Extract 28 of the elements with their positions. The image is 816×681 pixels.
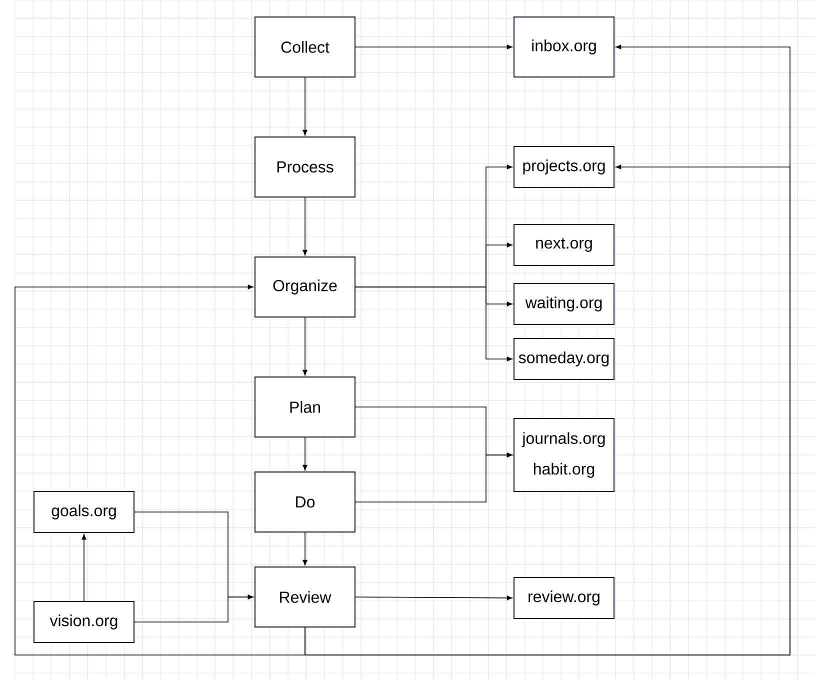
arrow xyxy=(355,452,512,502)
process-box: Organize xyxy=(254,256,356,318)
arrow xyxy=(302,77,308,136)
file-box: someday.org xyxy=(514,338,614,380)
arrow xyxy=(355,596,512,600)
process-box: Review xyxy=(254,566,356,628)
arrow xyxy=(134,594,254,622)
process-box: Plan xyxy=(254,376,356,438)
arrow xyxy=(14,284,306,656)
file-box: vision.org xyxy=(34,601,134,643)
arrow xyxy=(302,532,308,566)
file-box: goals.org xyxy=(34,491,134,533)
process-box: Collect xyxy=(254,16,356,78)
file-box: next.org xyxy=(514,224,614,266)
file-box: projects.org xyxy=(514,146,614,188)
arrow xyxy=(302,437,308,470)
arrow xyxy=(302,317,308,376)
arrow xyxy=(355,286,512,362)
file-box: journals.org habit.org xyxy=(514,418,614,492)
arrow xyxy=(304,164,790,656)
arrow xyxy=(302,197,308,256)
process-box: Do xyxy=(254,472,356,532)
arrow xyxy=(82,534,86,602)
file-box: inbox.org xyxy=(514,16,614,78)
file-box: review.org xyxy=(514,577,614,619)
arrow xyxy=(355,44,512,50)
process-box: Process xyxy=(254,136,356,198)
file-box: waiting.org xyxy=(514,283,614,325)
